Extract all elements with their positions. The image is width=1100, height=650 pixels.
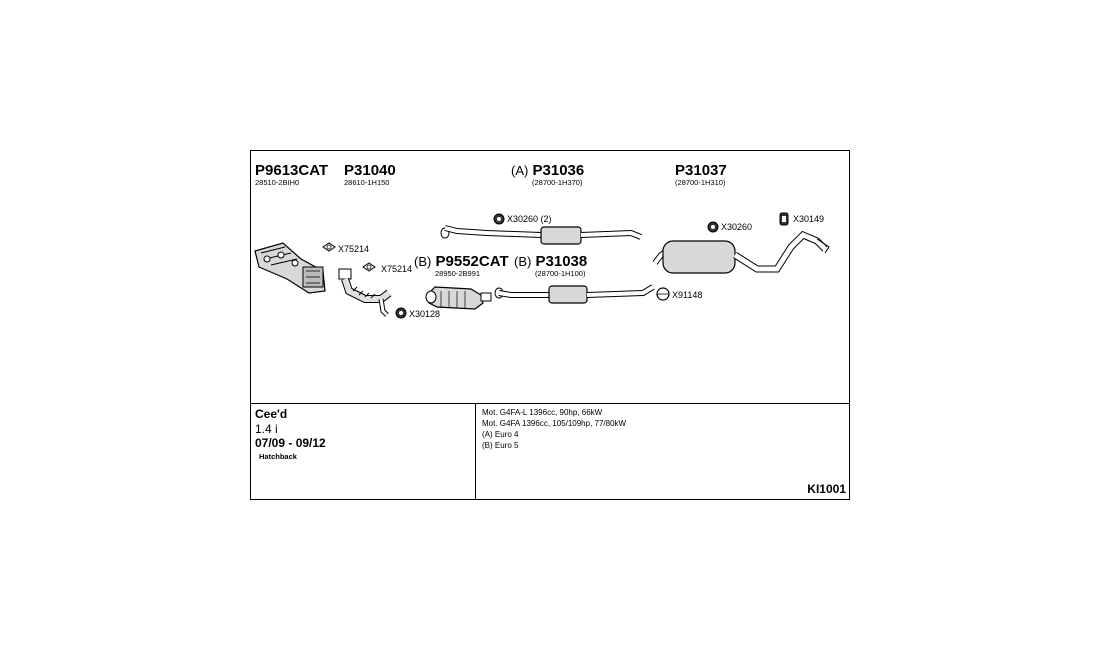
accessory-x30260[interactable]: X30260 xyxy=(721,222,753,232)
exhaust-drawing xyxy=(254,212,830,319)
diagram-id: KI1001 xyxy=(807,482,846,496)
engine-notes-panel: Mot. G4FA-L 1396cc, 90hp, 66kW Mot. G4FA… xyxy=(476,404,849,499)
clamp-x91148-drawing xyxy=(656,287,670,301)
euro5-catalyst-drawing xyxy=(425,286,492,310)
rubber-hanger-x30260-drawing xyxy=(707,221,719,233)
variant-note-a: (A) Euro 4 xyxy=(482,430,519,439)
vehicle-info-panel: Cee'd 1.4 i 07/09 - 09/12 Hatchback xyxy=(251,404,476,499)
oem-number-p9552cat: 28950-2B991 xyxy=(435,269,481,278)
euro5-centre-silencer-drawing xyxy=(494,284,655,304)
part-number-p31040[interactable]: P31040 xyxy=(344,162,396,179)
variant-note-b: (B) Euro 5 xyxy=(482,441,519,450)
part-number-p31038[interactable]: (B) P31038 xyxy=(514,254,587,269)
part-number-p31038-label: P31038 xyxy=(535,253,588,270)
part-number-p9552cat-label: P9552CAT xyxy=(435,253,509,270)
vehicle-engine: 1.4 i xyxy=(255,422,278,436)
manifold-catalyst-drawing xyxy=(254,242,326,294)
part-number-p31037[interactable]: P31037 xyxy=(675,162,727,179)
vehicle-model: Cee'd xyxy=(255,407,288,421)
euro4-centre-silencer-drawing xyxy=(440,225,643,245)
part-number-p31036-label: P31036 xyxy=(532,162,585,179)
accessory-x75214-a[interactable]: X75214 xyxy=(338,244,370,254)
part-number-p9613cat[interactable]: P9613CAT xyxy=(255,162,329,179)
oem-number-p31040: 28610-1H150 xyxy=(344,178,390,187)
vehicle-body-type: Hatchback xyxy=(259,452,297,461)
rubber-hanger-x30149-drawing xyxy=(779,212,789,226)
variant-tag-a: (A) xyxy=(511,163,529,178)
engine-note-1: Mot. G4FA-L 1396cc, 90hp, 66kW xyxy=(482,408,603,417)
gasket-x75214-a-drawing xyxy=(322,242,336,252)
accessory-x75214-b[interactable]: X75214 xyxy=(381,264,413,274)
accessory-x91148[interactable]: X91148 xyxy=(672,290,703,300)
spring-x30128-drawing xyxy=(395,307,407,319)
oem-number-p31036: (28700-1H370) xyxy=(532,178,583,187)
accessory-x30260-2[interactable]: X30260 (2) xyxy=(507,214,552,224)
variant-tag-b: (B) xyxy=(514,254,532,269)
oem-number-p9613cat: 28510-2BIH0 xyxy=(255,178,300,187)
part-number-p31036[interactable]: (A) P31036 xyxy=(511,163,584,178)
exhaust-diagram-sheet: P9613CAT 28510-2BIH0 P31040 28610-1H150 … xyxy=(250,150,850,500)
part-number-p9552cat[interactable]: (B) P9552CAT xyxy=(414,254,509,269)
accessory-x30149[interactable]: X30149 xyxy=(793,214,825,224)
front-pipe-drawing xyxy=(338,268,392,317)
engine-note-2: Mot. G4FA 1396cc, 105/109hp, 77/80kW xyxy=(482,419,627,428)
gasket-x75214-b-drawing xyxy=(362,262,376,272)
rubber-hanger-x30260-2-drawing xyxy=(493,213,505,225)
accessory-x30128[interactable]: X30128 xyxy=(409,309,441,319)
variant-tag-b: (B) xyxy=(414,254,432,269)
oem-number-p31037: (28700-1H310) xyxy=(675,178,726,187)
oem-number-p31038: (28700-1H100) xyxy=(535,269,586,278)
vehicle-years: 07/09 - 09/12 xyxy=(255,436,326,450)
rear-silencer-drawing xyxy=(652,230,830,274)
exhaust-diagram: P9613CAT 28510-2BIH0 P31040 28610-1H150 … xyxy=(251,151,849,404)
